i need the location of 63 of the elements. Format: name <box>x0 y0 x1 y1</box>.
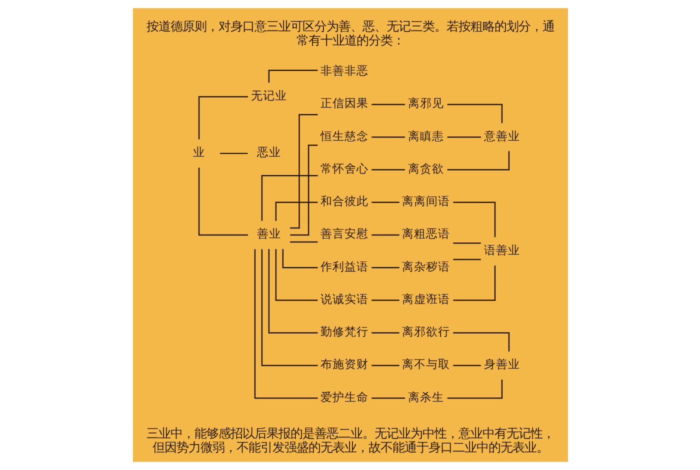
node-text: 布施资财 <box>320 357 368 372</box>
node-text: 恶业 <box>256 145 280 160</box>
node-text: 说诚实语 <box>320 292 368 306</box>
node-text: 善言安慰 <box>320 226 368 241</box>
node-text: 离瞋恚 <box>408 128 444 143</box>
connector <box>274 249 318 301</box>
connector <box>268 249 318 334</box>
connector <box>254 249 318 399</box>
node-text: 恒生慈念 <box>320 128 368 143</box>
node-text: 离杀生 <box>408 390 444 404</box>
node-text: 语善业 <box>483 243 520 258</box>
node-text: 非善非恶 <box>320 64 368 78</box>
connector <box>452 242 480 244</box>
node-text: 离杂秽语 <box>402 259 450 274</box>
connector <box>452 202 496 238</box>
diagram-title: 按道德原则，对身口意三业可区分为善、恶、无记三类。若按粗略的划分，通常有十业道的分类： <box>146 18 554 48</box>
connector <box>452 265 496 301</box>
connector <box>452 332 510 352</box>
connector <box>371 169 405 170</box>
connector <box>371 332 399 334</box>
node-text: 业 <box>192 145 205 160</box>
node-text: 正信因果 <box>320 96 368 110</box>
connector <box>274 202 318 221</box>
connector <box>446 380 502 399</box>
connector <box>371 104 405 106</box>
connector <box>446 136 480 138</box>
connector <box>371 136 405 138</box>
node-text: 离不与取 <box>402 357 450 372</box>
caption: 三业中，能够感招以后果报的是善恶二业。无记业为中性，意业中有无记性，但因势力微弱，不能引发强盛的无表业，故不能通于身口二业中的无表业。 <box>146 426 554 455</box>
node-text: 离贪欲 <box>408 161 444 176</box>
connector <box>220 152 248 154</box>
node-text: 爱护生命 <box>320 390 368 404</box>
connector <box>290 144 318 236</box>
connector <box>371 398 405 399</box>
connector <box>260 249 318 366</box>
connector <box>371 300 399 301</box>
connector <box>371 234 399 236</box>
connector <box>282 249 318 268</box>
node-text: 无记业 <box>250 88 286 102</box>
connector <box>198 96 248 140</box>
connector <box>290 241 318 243</box>
connector <box>452 258 480 260</box>
connector <box>446 151 510 170</box>
node-text: 离邪见 <box>408 96 444 110</box>
node-text: 离离间语 <box>402 194 450 208</box>
node-text: 作利益语 <box>320 259 368 274</box>
connector <box>198 168 248 236</box>
node-text: 离邪欲行 <box>402 324 450 339</box>
connector <box>289 114 318 229</box>
connector <box>371 267 399 268</box>
connector <box>452 364 480 366</box>
node-text: 离虚诳语 <box>402 292 450 306</box>
connector <box>446 104 502 124</box>
node-text: 意善业 <box>483 128 520 143</box>
connector <box>371 202 399 203</box>
node-text: 离粗恶语 <box>402 226 450 241</box>
node-text: 身善业 <box>483 357 520 372</box>
node-text: 和合彼此 <box>320 194 368 208</box>
node-text: 常怀舍心 <box>320 161 368 176</box>
node-text: 勤修梵行 <box>320 324 368 339</box>
connector <box>260 174 318 221</box>
connector <box>371 364 399 366</box>
node-text: 善业 <box>256 226 280 241</box>
